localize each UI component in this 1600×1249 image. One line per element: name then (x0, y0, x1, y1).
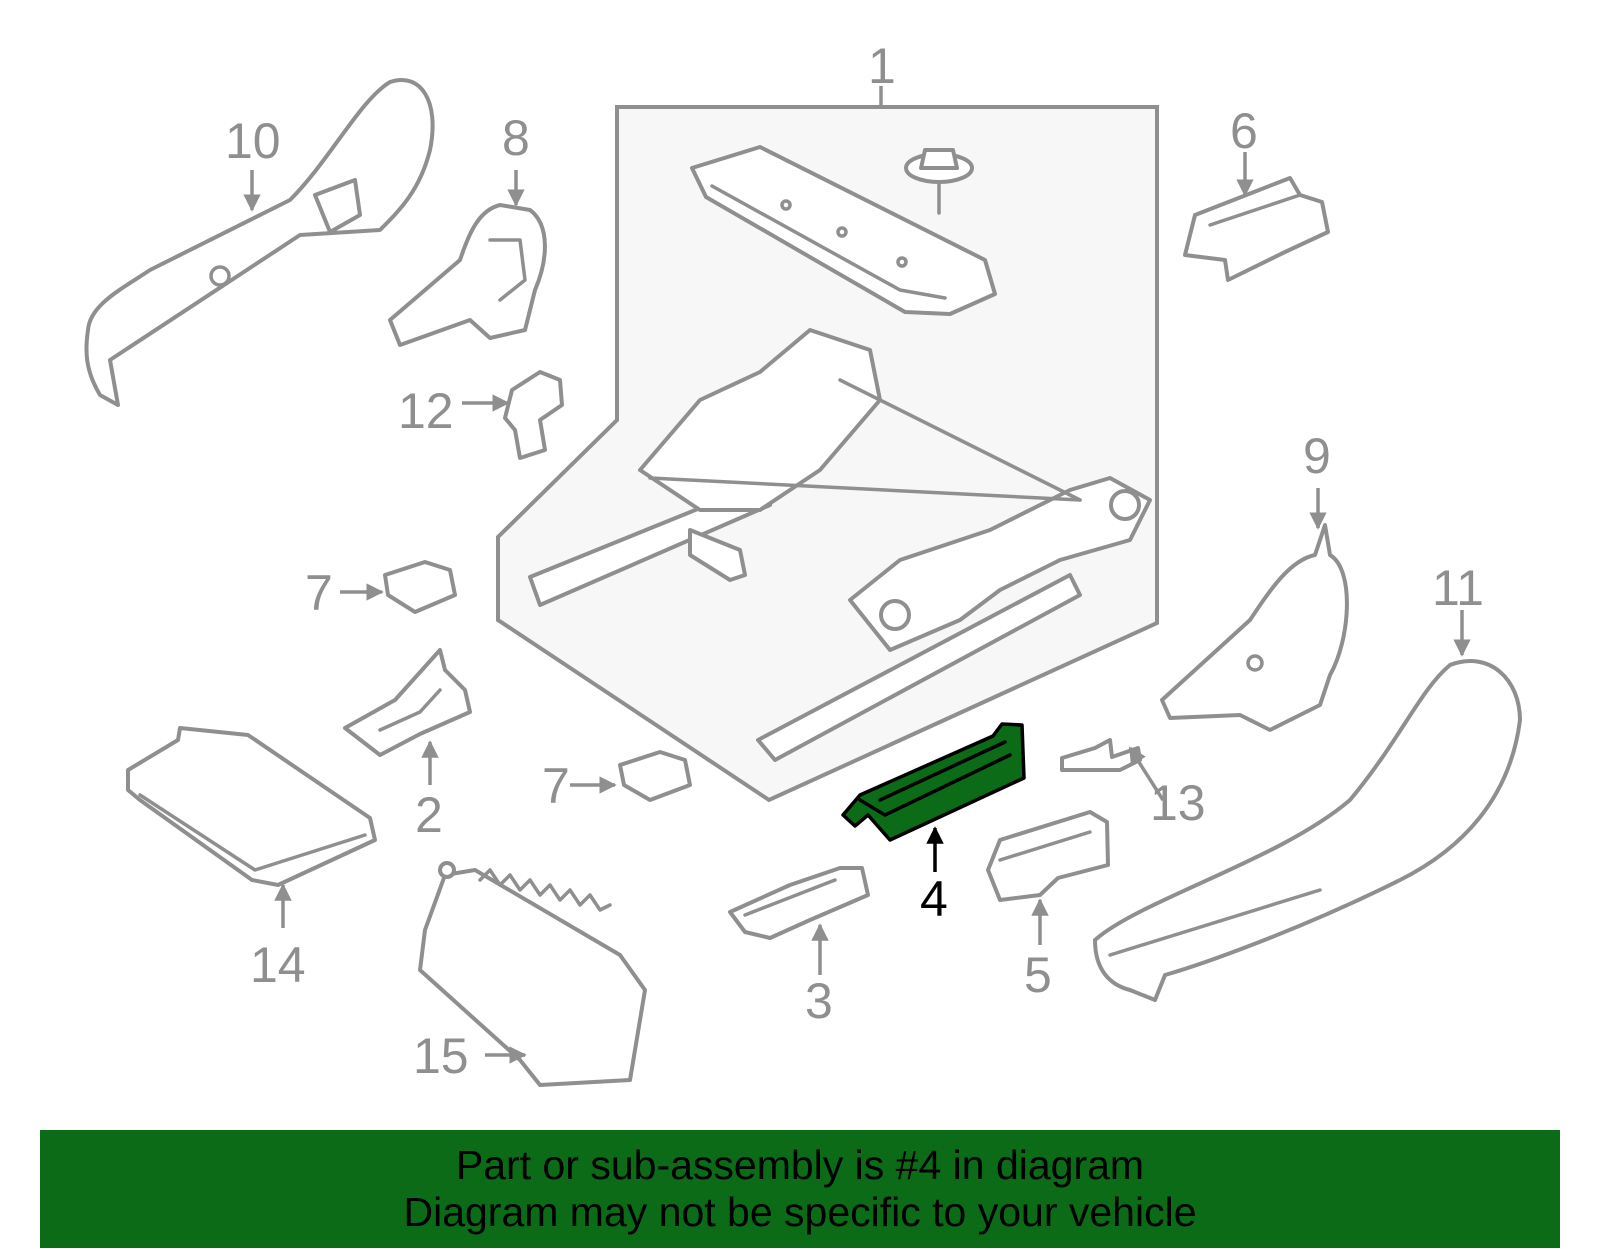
control-module-15-part[interactable] (418, 861, 647, 1087)
clip-12-part[interactable] (503, 370, 564, 460)
callout-7-lower: 7 (542, 758, 570, 814)
clip-7-lower-part[interactable] (618, 750, 692, 802)
callout-8: 8 (502, 110, 530, 166)
trim-cover-9-part[interactable] (1160, 523, 1349, 732)
callout-15: 15 (413, 1028, 469, 1084)
seat-track-frame-part[interactable] (528, 328, 1152, 762)
side-shield-11-part[interactable] (1093, 659, 1522, 1002)
info-banner: Part or sub-assembly is #4 in diagram Di… (40, 1130, 1560, 1248)
outer-trim-cover-part[interactable] (84, 78, 435, 407)
trim-cover-8-part[interactable] (388, 203, 547, 347)
callout-7-upper: 7 (305, 565, 333, 621)
parts-diagram: 1 2 3 4 5 6 7 7 8 9 10 11 12 13 14 15 (84, 38, 1522, 1087)
callout-6: 6 (1230, 103, 1258, 159)
callout-2: 2 (415, 787, 443, 843)
banner-line-1: Part or sub-assembly is #4 in diagram (455, 1142, 1145, 1188)
bracket-13-part[interactable] (1060, 738, 1142, 772)
callout-1: 1 (868, 38, 896, 94)
cover-6-part[interactable] (1183, 176, 1330, 282)
callout-13: 13 (1150, 775, 1206, 831)
callout-4: 4 (920, 871, 948, 927)
callout-12: 12 (398, 383, 454, 439)
leader-lines (243, 152, 1471, 1064)
callout-3: 3 (805, 973, 833, 1029)
callout-5: 5 (1024, 947, 1052, 1003)
callout-9: 9 (1303, 428, 1331, 484)
cover-14-part[interactable] (126, 726, 377, 887)
callout-11: 11 (1432, 560, 1484, 616)
upper-rail-part[interactable] (690, 145, 997, 316)
callout-14: 14 (250, 937, 306, 993)
highlighted-part-4[interactable] (841, 722, 1026, 842)
callout-labels: 1 2 3 4 5 6 7 7 8 9 10 11 12 13 14 15 (225, 38, 1484, 1084)
bracket-3-part[interactable] (728, 866, 870, 940)
bracket-2-part[interactable] (343, 648, 472, 757)
clip-7-upper-part[interactable] (383, 560, 457, 614)
bracket-5-part[interactable] (986, 810, 1110, 902)
callout-10: 10 (225, 113, 281, 169)
banner-line-2: Diagram may not be specific to your vehi… (403, 1189, 1197, 1235)
bolt-part[interactable] (904, 148, 974, 215)
